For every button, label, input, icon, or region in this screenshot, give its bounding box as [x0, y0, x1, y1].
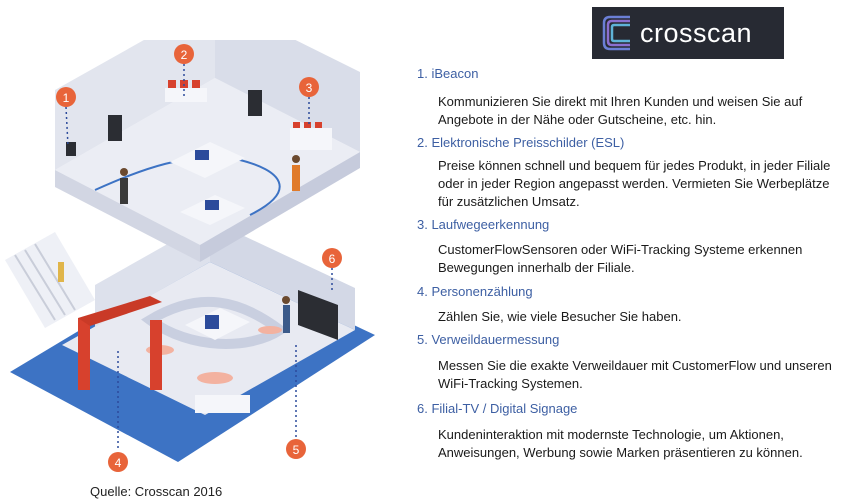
item-title: 4. Personenzählung: [417, 284, 533, 299]
item-description-line: für zusätzlichen Umsatz.: [438, 194, 580, 209]
crosscan-logo-mark: [602, 15, 630, 51]
item-description-line: Angebote in der Nähe oder Gutscheine, et…: [438, 112, 717, 127]
marker-5: 5: [286, 439, 306, 459]
upper-back-wall-left: [55, 40, 215, 170]
source-caption: Quelle: Crosscan 2016: [90, 484, 223, 499]
item-description-line: Kundeninteraktion mit modernste Technolo…: [438, 427, 784, 442]
item-description-line: WiFi-Tracking Systemen.: [438, 376, 583, 391]
logo-wordmark: crosscan: [640, 18, 753, 48]
item-description-line: Preise können schnell und bequem für jed…: [438, 158, 831, 173]
svg-text:4: 4: [115, 456, 122, 470]
upper-back-wall-right: [215, 40, 360, 152]
staircase: [5, 232, 95, 328]
item-title: 2. Elektronische Preisschilder (ESL): [417, 135, 625, 150]
item-description-line: Kommunizieren Sie direkt mit Ihren Kunde…: [438, 94, 803, 109]
entrance-gate-left: [78, 318, 90, 390]
store-illustration: 1 2 3 4 5 6: [5, 40, 375, 472]
svg-text:3: 3: [306, 81, 313, 95]
crosscan-logo: crosscan: [592, 7, 784, 59]
entrance-gate-top: [78, 296, 162, 326]
svg-text:5: 5: [293, 443, 300, 457]
digital-signage-tv: [298, 290, 338, 340]
item-description-line: Anweisungen, Werbung sowie Marken präsen…: [438, 445, 803, 460]
item-title: 6. Filial-TV / Digital Signage: [417, 401, 578, 416]
marker-3: 3: [299, 77, 319, 97]
svg-text:6: 6: [329, 252, 336, 266]
entrance-gate-right: [150, 320, 162, 390]
item-description-line: Zählen Sie, wie viele Besucher Sie haben…: [438, 309, 682, 324]
item-title: 1. iBeacon: [417, 66, 479, 81]
item-description-line: Messen Sie die exakte Verweildauer mit C…: [438, 358, 832, 373]
marker-4: 4: [108, 452, 128, 472]
svg-text:2: 2: [181, 48, 188, 62]
item-title: 3. Laufwegeerkennung: [417, 217, 550, 232]
marker-2: 2: [174, 44, 194, 64]
item-description-line: CustomerFlowSensoren oder WiFi-Tracking …: [438, 242, 803, 257]
svg-text:1: 1: [63, 91, 70, 105]
item-title: 5. Verweildauermessung: [417, 332, 560, 347]
item-description-line: Bewegungen innerhalb der Filiale.: [438, 260, 635, 275]
item-description-line: oder in jeder Region angepasst werden. V…: [438, 176, 830, 191]
marker-6: 6: [322, 248, 342, 268]
marker-1: 1: [56, 87, 76, 107]
